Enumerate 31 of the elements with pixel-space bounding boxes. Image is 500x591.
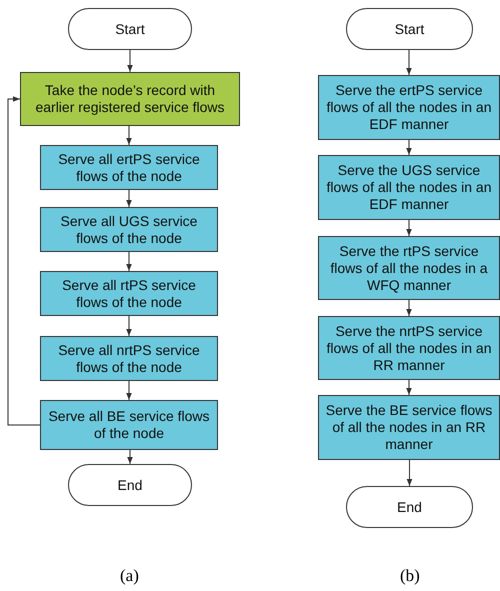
arrow (126, 316, 132, 336)
process-box: Serve the nrtPS service flows of all the nodes in an RR manner (318, 316, 500, 380)
arrow (406, 380, 412, 396)
process-box: Serve all BE service flows of the node (40, 400, 218, 450)
arrow (127, 50, 133, 72)
process-box: Serve the UGS service flows of all the nodes in an EDF manner (318, 155, 500, 220)
process-box: Serve all nrtPS service flows of the node (40, 336, 218, 381)
process-box: Serve all rtPS service flows of the node (40, 271, 218, 316)
terminal-shape: End (346, 486, 473, 528)
arrow (126, 190, 132, 208)
arrow (127, 450, 133, 464)
arrow (406, 220, 412, 236)
arrow (406, 460, 412, 486)
process-box: Take the node’s record with earlier registered service flows (20, 72, 240, 126)
process-box: Serve the BE service flows of all the nodes in an RR manner (318, 395, 500, 460)
terminal-shape: Start (68, 8, 192, 50)
process-box: Serve all ertPS service flows of the node (40, 145, 218, 190)
terminal-shape: End (68, 464, 192, 506)
arrow (8, 96, 40, 426)
arrow (406, 50, 412, 76)
arrow (406, 140, 412, 156)
process-box: Serve all UGS service flows of the node (40, 207, 218, 252)
arrow (406, 300, 412, 316)
subfigure-label: (b) (400, 566, 420, 586)
subfigure-label: (a) (120, 566, 139, 586)
terminal-shape: Start (346, 8, 473, 50)
arrow (126, 380, 132, 400)
process-box: Serve the rtPS service flows of all the nodes in a WFQ manner (318, 236, 500, 300)
arrow (126, 126, 132, 146)
arrow (126, 252, 132, 272)
process-box: Serve the ertPS service flows of all the nodes in an EDF manner (318, 75, 500, 140)
